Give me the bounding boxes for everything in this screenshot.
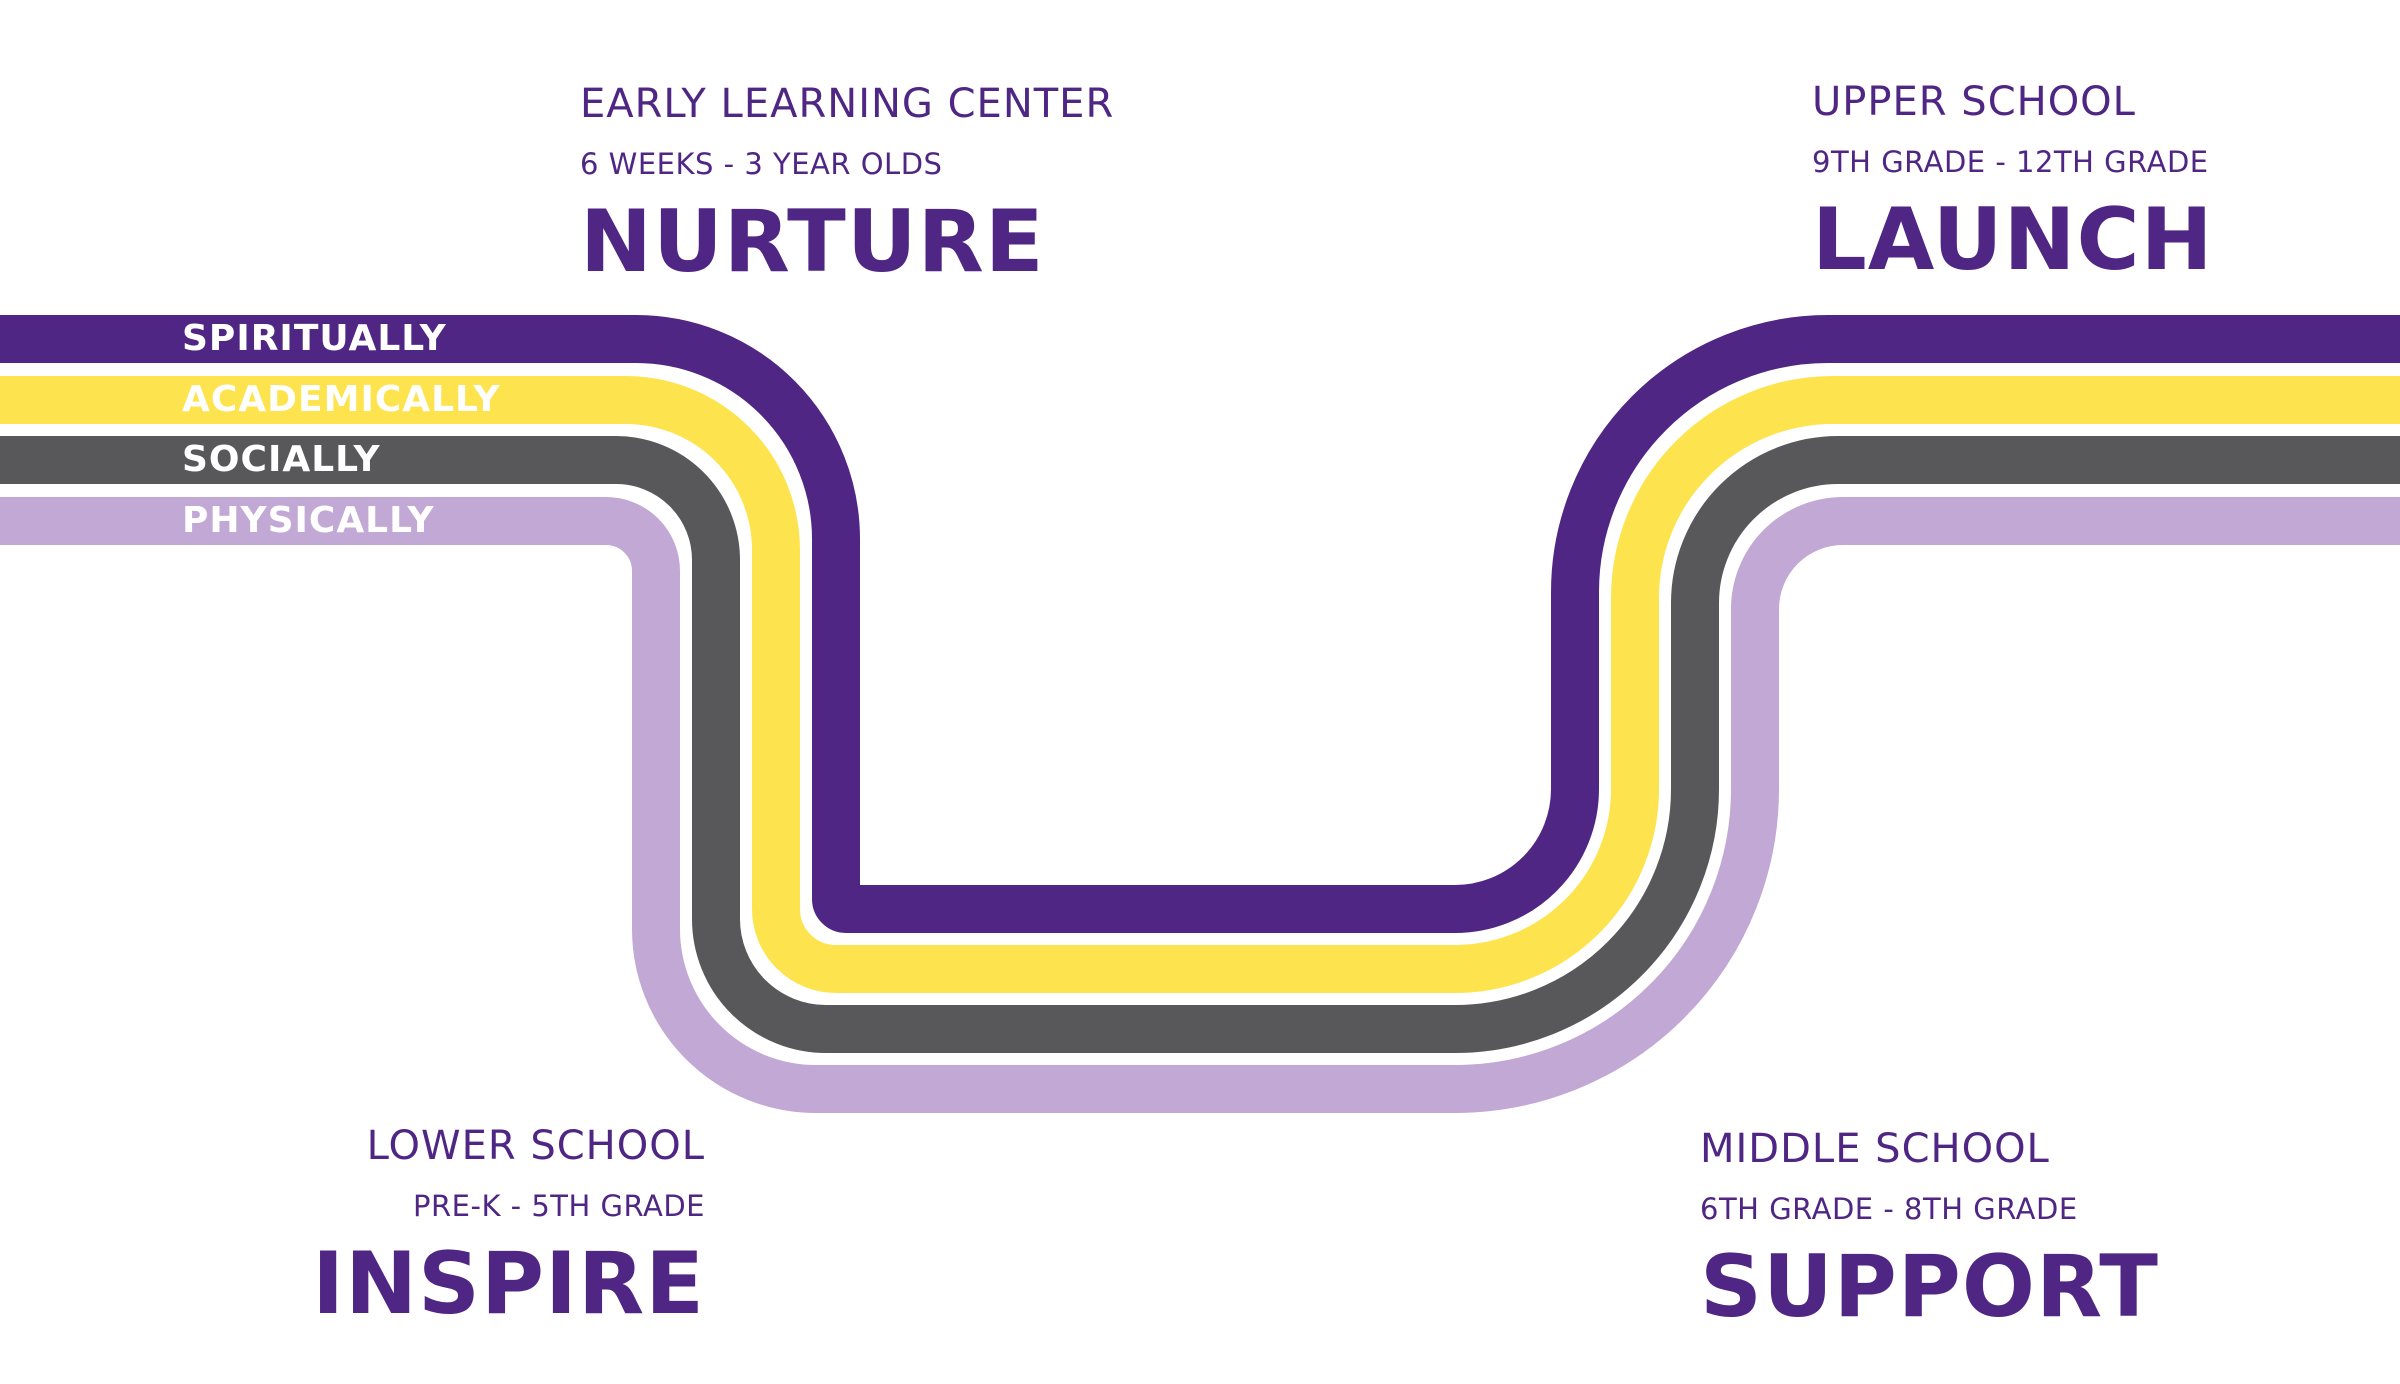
track-spiritually bbox=[0, 315, 2400, 933]
stage-age-range: 6TH GRADE - 8TH GRADE bbox=[1700, 1192, 2078, 1226]
lane-label-physically: PHYSICALLY bbox=[182, 500, 435, 541]
track-academically bbox=[0, 376, 2400, 993]
lane-label-academically: ACADEMICALLY bbox=[182, 379, 501, 420]
stage-age-range: 9TH GRADE - 12TH GRADE bbox=[1812, 145, 2209, 179]
stage-age-range: PRE-K - 5TH GRADE bbox=[413, 1189, 705, 1223]
stage-keyword: SUPPORT bbox=[1700, 1237, 2159, 1337]
lane-label-socially: SOCIALLY bbox=[182, 439, 381, 480]
stage-age-range: 6 WEEKS - 3 YEAR OLDS bbox=[580, 147, 943, 181]
lane-label-spiritually: SPIRITUALLY bbox=[182, 318, 447, 359]
stage-school-name: LOWER SCHOOL bbox=[366, 1123, 705, 1169]
stage-school-name: EARLY LEARNING CENTER bbox=[580, 81, 1115, 127]
stage-inspire: LOWER SCHOOL PRE-K - 5TH GRADE INSPIRE bbox=[312, 1126, 705, 1327]
stage-keyword: INSPIRE bbox=[312, 1234, 705, 1334]
track-physically bbox=[0, 497, 2400, 1113]
stage-school-name: UPPER SCHOOL bbox=[1812, 79, 2136, 125]
stage-keyword: LAUNCH bbox=[1812, 190, 2214, 290]
stage-nurture: EARLY LEARNING CENTER 6 WEEKS - 3 YEAR O… bbox=[580, 84, 1114, 285]
stage-support: MIDDLE SCHOOL 6TH GRADE - 8TH GRADE SUPP… bbox=[1700, 1129, 2159, 1330]
track-socially bbox=[0, 436, 2400, 1053]
stage-keyword: NURTURE bbox=[580, 192, 1045, 292]
stage-school-name: MIDDLE SCHOOL bbox=[1700, 1126, 2050, 1172]
stage-launch: UPPER SCHOOL 9TH GRADE - 12TH GRADE LAUN… bbox=[1812, 82, 2214, 283]
